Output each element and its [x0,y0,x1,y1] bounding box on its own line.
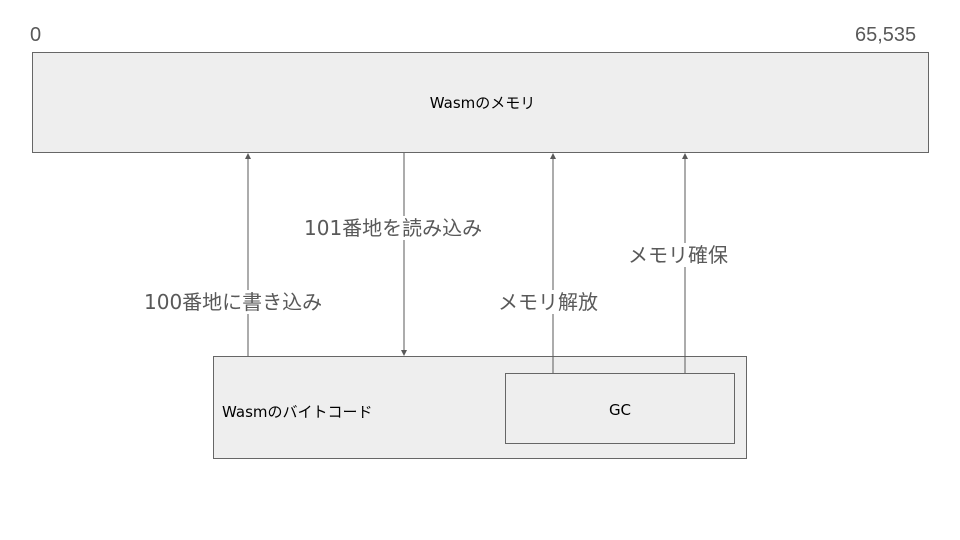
allocate-edge-label: メモリ確保 [626,243,730,267]
memory-start-address: 0 [30,24,42,46]
wasm-memory-label: Wasmのメモリ [429,94,536,112]
read-edge-label: 101番地を読み込み [302,216,485,240]
gc-box: GC [505,373,735,444]
gc-label: GC [608,401,632,419]
wasm-bytecode-label: Wasmのバイトコード [222,403,373,421]
free-edge-label: メモリ解放 [496,290,600,314]
wasm-memory-box: Wasmのメモリ [32,52,929,153]
memory-end-address: 65,535 [855,24,917,46]
write-edge-label: 100番地に書き込み [142,290,325,314]
